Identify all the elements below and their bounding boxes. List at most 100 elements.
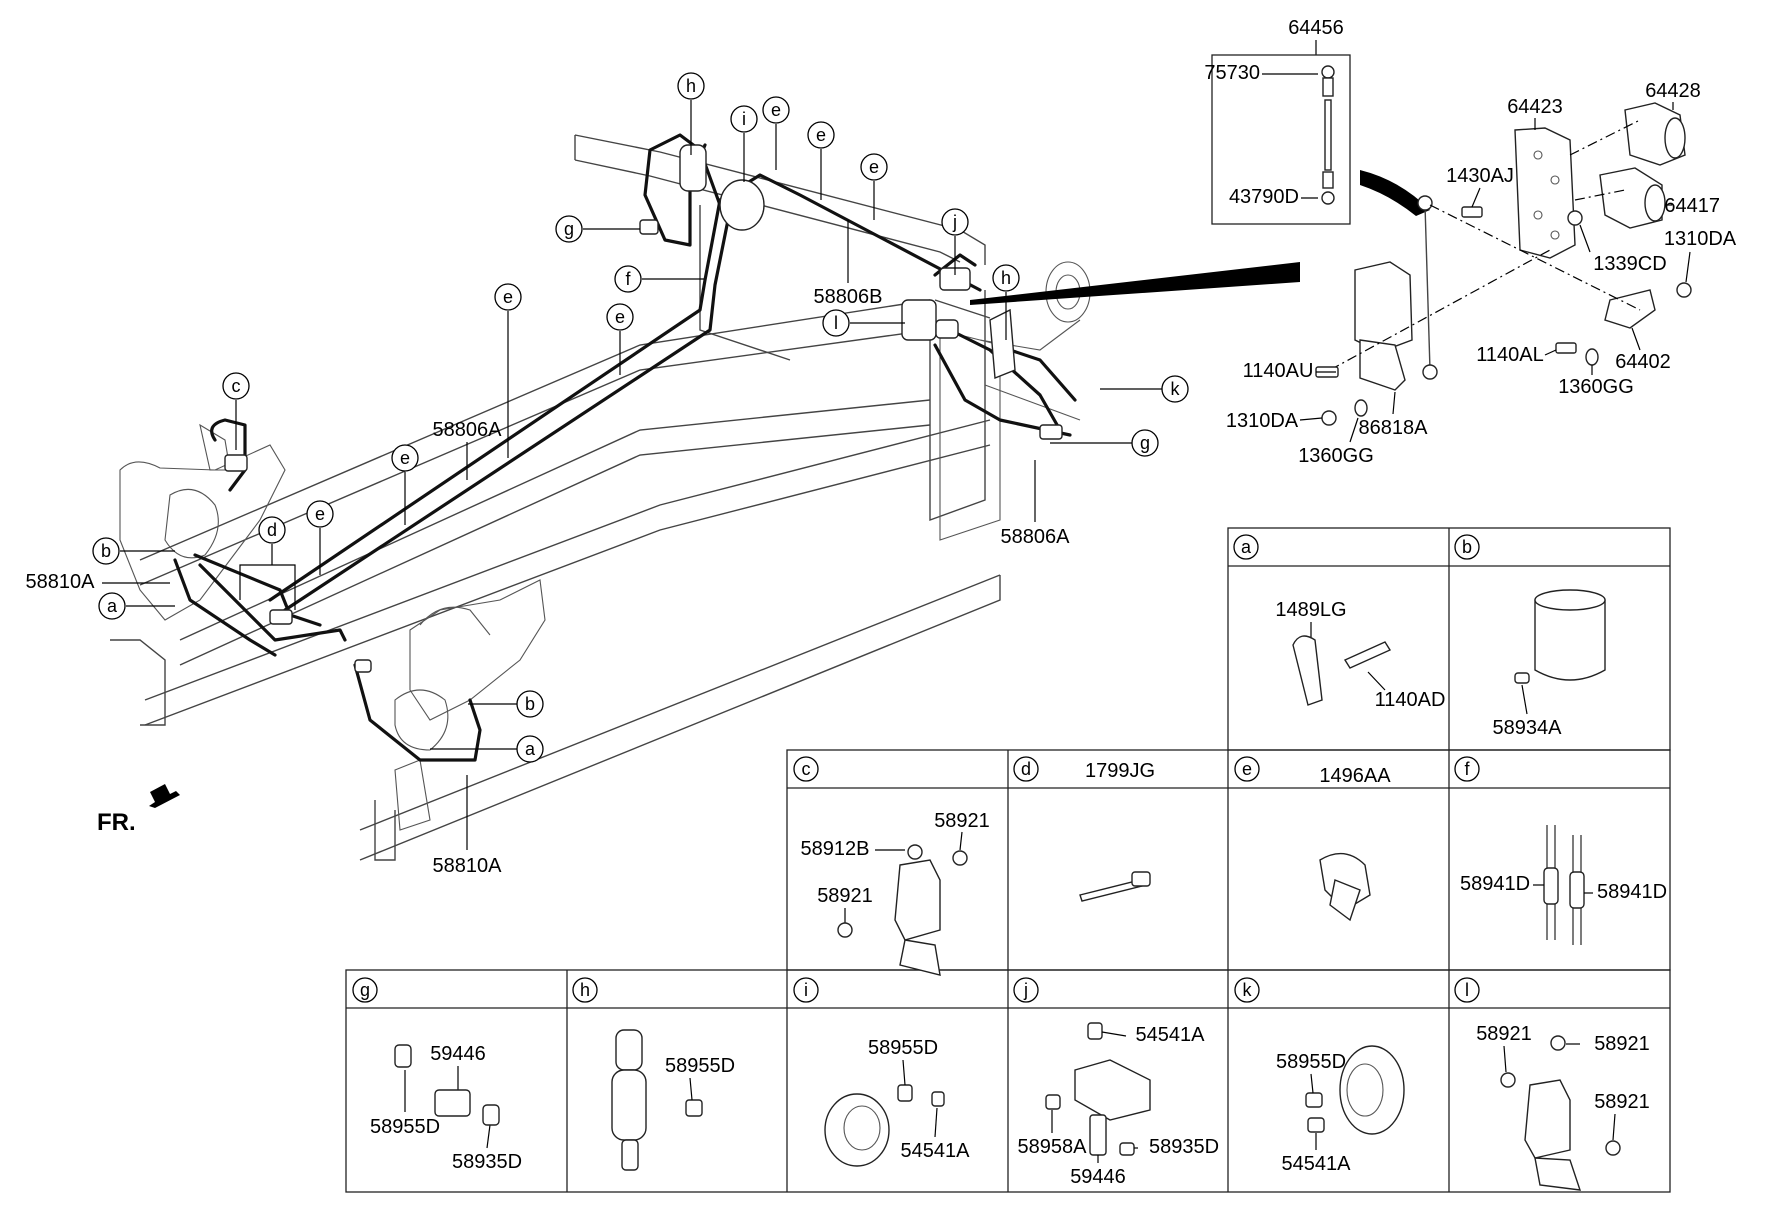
panel-part-label: 1489LG — [1275, 599, 1346, 621]
panel-header-part: 1799JG — [1085, 760, 1155, 782]
panel-part-label: 1140AD — [1375, 689, 1446, 711]
detail-panel-l: l 58921 58921 58921 — [1454, 977, 1650, 1191]
panel-part-label: 58935D — [1149, 1136, 1219, 1158]
panel-header-part: 1496AA — [1319, 765, 1391, 787]
svg-text:d: d — [267, 520, 277, 540]
panel-part-label: 59446 — [430, 1043, 486, 1065]
panel-part-label: 58955D — [665, 1055, 735, 1077]
link-assembly: 64456 75730 43790D — [1204, 17, 1351, 225]
callout-e-4 — [606, 303, 634, 331]
link-assembly-box — [1211, 54, 1351, 225]
callout-h-right — [992, 264, 1020, 292]
callout-e-5 — [494, 283, 522, 311]
pointer-wedge-upper — [1360, 170, 1430, 216]
panel-part-label: 58921 — [1476, 1023, 1532, 1045]
svg-text:f: f — [1464, 759, 1470, 779]
front-orientation-indicator: FR. — [97, 784, 180, 836]
detail-panel-j: j 54541A 58958A 58935D 59446 — [1013, 977, 1219, 1188]
detail-panel-f: f 58941D 58941D — [1454, 756, 1667, 945]
detail-panel-i: i 58955D 54541A — [793, 977, 971, 1167]
svg-text:l: l — [1465, 980, 1469, 1000]
panel-part-label: 54541A — [901, 1140, 971, 1162]
callout-e-1 — [762, 96, 790, 124]
sensor-part-label: 86818A — [1359, 417, 1429, 439]
panel-part-label: 58934A — [1493, 717, 1563, 739]
svg-text:b: b — [101, 541, 111, 561]
svg-text:b: b — [1462, 537, 1472, 557]
callout-b-1 — [92, 537, 120, 565]
panel-part-label: 58941D — [1597, 881, 1667, 903]
panel-letter-l — [1454, 977, 1480, 1003]
main-callouts: h i e e e g f j h l — [26, 72, 1189, 877]
svg-text:c: c — [232, 376, 241, 396]
callout-a-1 — [98, 592, 126, 620]
svg-text:i: i — [742, 109, 746, 129]
panel-part-label: 58935D — [452, 1151, 522, 1173]
panel-part-label: 58941D — [1460, 873, 1530, 895]
sensor-assembly: 64423 64428 1430AJ 64417 1339CD 1310DA 1… — [1226, 80, 1737, 467]
sensor-part-label: 1310DA — [1226, 410, 1299, 432]
panel-part-label: 58921 — [934, 810, 990, 832]
svg-text:g: g — [360, 980, 370, 1000]
pointer-wedge-main — [970, 262, 1300, 305]
panel-part-label: 58921 — [1594, 1091, 1650, 1113]
callout-a-2 — [516, 735, 544, 763]
svg-text:a: a — [1241, 537, 1252, 557]
svg-text:e: e — [1242, 759, 1252, 779]
svg-text:i: i — [804, 980, 808, 1000]
svg-text:e: e — [869, 157, 879, 177]
callout-l — [822, 309, 850, 337]
callout-e-2 — [807, 121, 835, 149]
svg-text:c: c — [802, 759, 811, 779]
sensor-part-label: 1140AL — [1476, 344, 1543, 366]
detail-panel-k: k 58955D 54541A — [1234, 977, 1405, 1175]
link-part-label: 43790D — [1229, 186, 1299, 208]
svg-text:l: l — [834, 313, 838, 333]
detail-panel-d: d 1799JG — [1013, 756, 1155, 902]
sensor-part-label: 64423 — [1507, 96, 1563, 118]
sensor-part-label: 64417 — [1664, 195, 1720, 217]
panel-letter-f — [1454, 756, 1480, 782]
svg-text:e: e — [615, 307, 625, 327]
panel-part-label: 58955D — [868, 1037, 938, 1059]
panel-part-label: 58921 — [817, 885, 873, 907]
sensor-part-label: 1430AJ — [1446, 165, 1514, 187]
callout-c — [222, 372, 250, 400]
callout-g-1 — [555, 215, 583, 243]
detail-grid — [345, 527, 1671, 1193]
svg-text:j: j — [952, 212, 957, 232]
svg-text:h: h — [686, 76, 696, 96]
panel-letter-e — [1234, 756, 1260, 782]
svg-text:h: h — [1001, 268, 1011, 288]
detail-panel-h: h 58955D — [572, 977, 735, 1171]
svg-text:g: g — [564, 219, 574, 239]
panel-letter-c — [793, 756, 819, 782]
panel-part-label: 59446 — [1070, 1166, 1126, 1188]
panel-letter-h — [572, 977, 598, 1003]
panel-letter-d — [1013, 756, 1039, 782]
svg-text:k: k — [1171, 379, 1181, 399]
panel-part-label: 58955D — [1276, 1051, 1346, 1073]
sensor-part-label: 64428 — [1645, 80, 1701, 102]
main-part-label: 58810A — [433, 855, 503, 877]
svg-text:a: a — [107, 596, 118, 616]
link-assembly-box-label: 64456 — [1288, 17, 1344, 39]
sensor-part-label: 1360GG — [1558, 376, 1634, 398]
detail-panel-c: c 58912B 58921 58921 — [793, 756, 990, 976]
svg-text:h: h — [580, 980, 590, 1000]
front-label: FR. — [97, 809, 136, 836]
panel-letter-j — [1013, 977, 1039, 1003]
panel-letter-i — [793, 977, 819, 1003]
svg-text:a: a — [525, 739, 536, 759]
detail-panel-g: g 59446 58955D 58935D — [352, 977, 522, 1173]
main-part-label: 58806A — [1001, 526, 1071, 548]
detail-panel-e: e 1496AA — [1234, 756, 1391, 922]
callout-e-6 — [391, 444, 419, 472]
callout-h-top — [677, 72, 705, 100]
svg-text:e: e — [400, 448, 410, 468]
callout-k — [1161, 375, 1189, 403]
callout-g-2 — [1131, 429, 1159, 457]
front-arrow-icon — [149, 784, 180, 808]
svg-text:e: e — [771, 100, 781, 120]
sensor-part-label: 1310DA — [1664, 228, 1737, 250]
